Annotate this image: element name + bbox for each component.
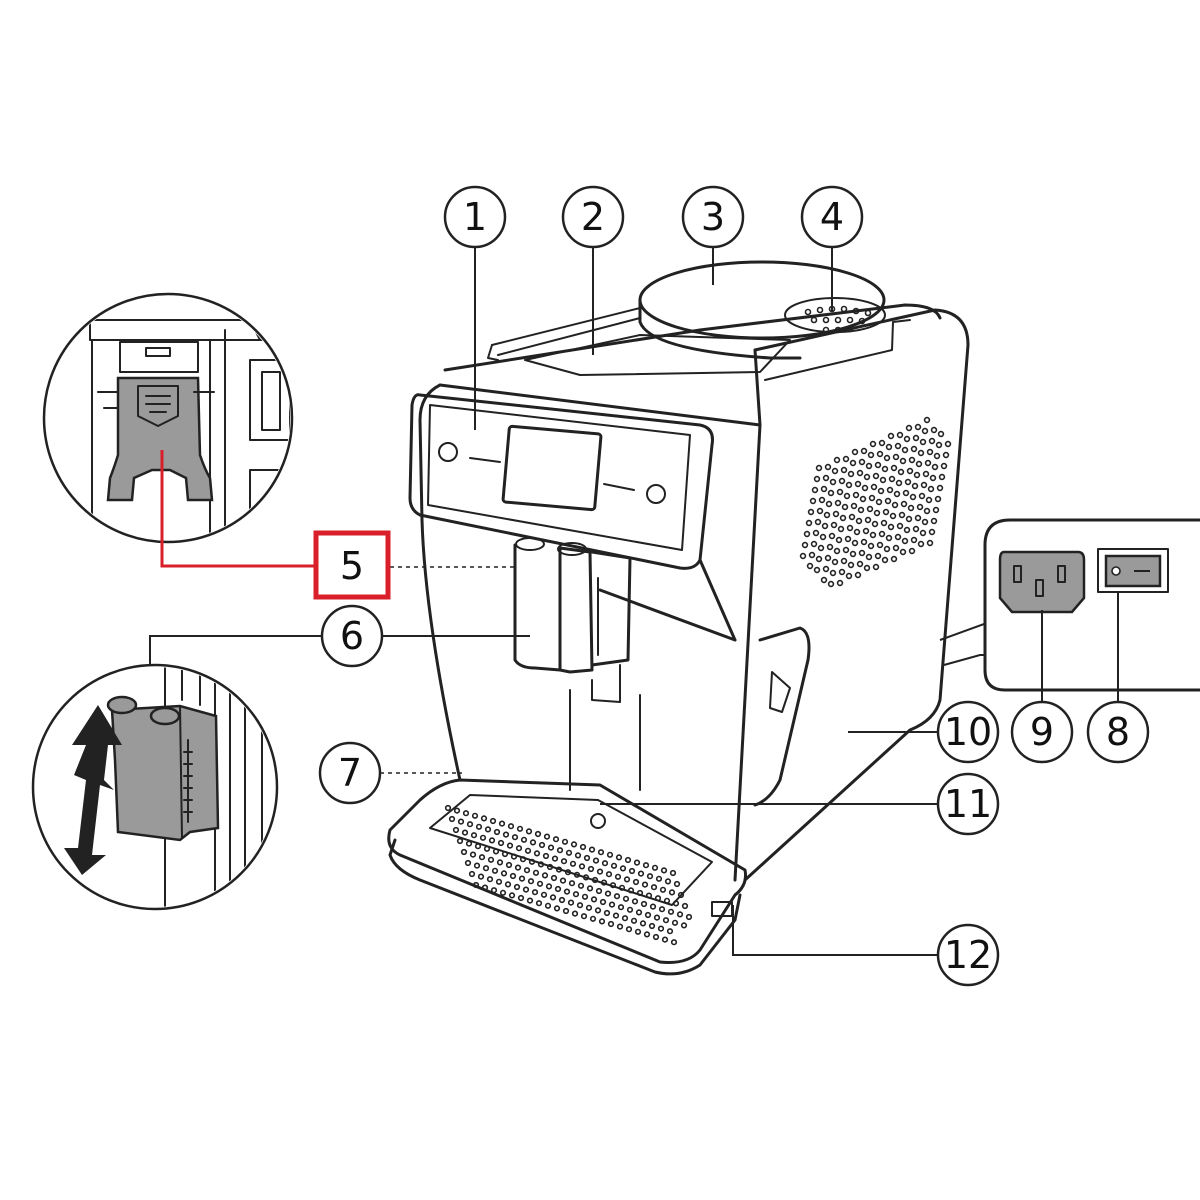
callout-label: 3 — [701, 195, 725, 239]
dispensing-spout — [513, 537, 641, 791]
drip-tray — [387, 778, 747, 976]
highlight-box — [313, 530, 391, 600]
callout-label: 9 — [1030, 710, 1054, 754]
callout-label: 1 — [463, 195, 487, 239]
callout-label: 11 — [944, 782, 992, 826]
callout-11: 11 — [936, 772, 1000, 836]
detail-brewing-unit — [42, 292, 391, 600]
callout-label: 10 — [944, 710, 992, 754]
callout-8: 8 — [1086, 700, 1150, 764]
callout-3: 3 — [681, 185, 745, 249]
machine-body — [408, 260, 970, 882]
detail-power-panel — [983, 518, 1200, 702]
callout-label: 5 — [340, 544, 364, 588]
callout-5: 5 — [340, 544, 364, 588]
callout-label: 6 — [340, 614, 364, 658]
detail-spout-adjust — [31, 663, 279, 911]
callout-6: 6 — [320, 604, 384, 668]
callout-label: 2 — [581, 195, 605, 239]
callout-4: 4 — [800, 185, 864, 249]
callout-9: 9 — [1010, 700, 1074, 764]
callout-label: 8 — [1106, 710, 1130, 754]
callout-label: 4 — [820, 195, 844, 239]
callout-label: 12 — [944, 933, 992, 977]
callout-2: 2 — [561, 185, 625, 249]
callout-1: 1 — [443, 185, 507, 249]
callout-label: 7 — [338, 751, 362, 795]
up-down-arrow-icon — [64, 705, 122, 875]
drip-tray-grid — [444, 804, 693, 946]
callout-10: 10 — [936, 700, 1000, 764]
callout-12: 12 — [936, 923, 1000, 987]
side-vent-holes — [799, 416, 952, 588]
callout-7: 7 — [318, 741, 382, 805]
